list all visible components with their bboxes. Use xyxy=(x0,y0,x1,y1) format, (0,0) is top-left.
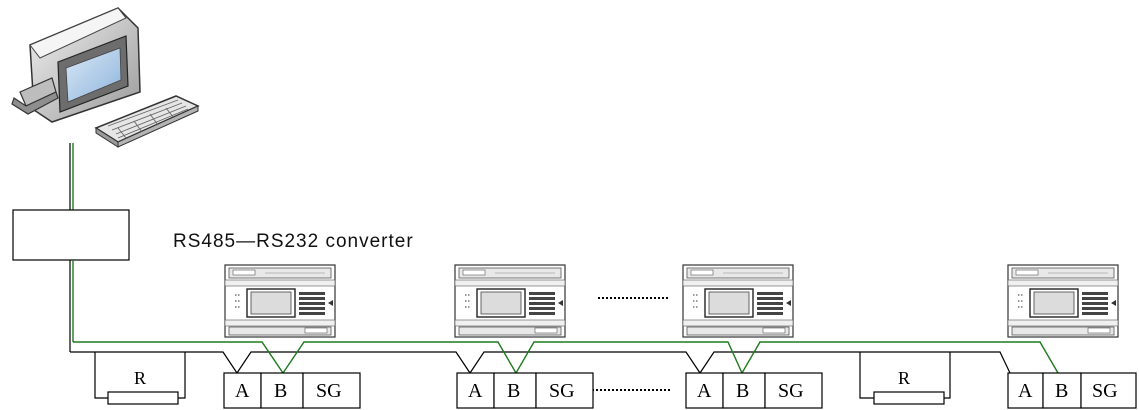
resistor-label: R xyxy=(134,368,146,388)
terminal-sg-label: SG xyxy=(316,380,342,402)
plc-module-icon xyxy=(454,264,566,338)
terminal-b-label: B xyxy=(507,380,520,402)
terminal-a-label: A xyxy=(697,380,712,402)
terminal-b-label: B xyxy=(736,380,749,402)
plc-module-icon xyxy=(1007,264,1119,338)
terminating-resistor: R xyxy=(859,352,951,405)
plc-module-icon xyxy=(682,264,794,338)
terminating-resistor: R xyxy=(94,352,186,405)
converter-label: RS485—RS232 converter xyxy=(173,231,414,252)
terminal-sg-label: SG xyxy=(778,380,804,402)
terminal-block: A B SG xyxy=(1007,372,1137,409)
terminal-a-label: A xyxy=(468,380,483,402)
plc-module-icon xyxy=(224,264,336,338)
resistor-label: R xyxy=(898,368,910,388)
converter-box xyxy=(12,209,130,261)
terminal-block: A B SG xyxy=(456,372,594,409)
bus-line-b xyxy=(73,341,1059,375)
bus-line-a xyxy=(70,351,1011,375)
terminal-sg-label: SG xyxy=(549,380,575,402)
desktop-computer-icon xyxy=(11,7,200,148)
terminal-sg-label: SG xyxy=(1092,380,1118,402)
terminal-b-label: B xyxy=(1055,380,1068,402)
terminal-block: A B SG xyxy=(685,372,823,409)
terminal-b-label: B xyxy=(274,380,287,402)
terminal-a-label: A xyxy=(235,380,250,402)
terminal-block: A B SG xyxy=(223,372,361,409)
terminal-a-label: A xyxy=(1018,380,1033,402)
